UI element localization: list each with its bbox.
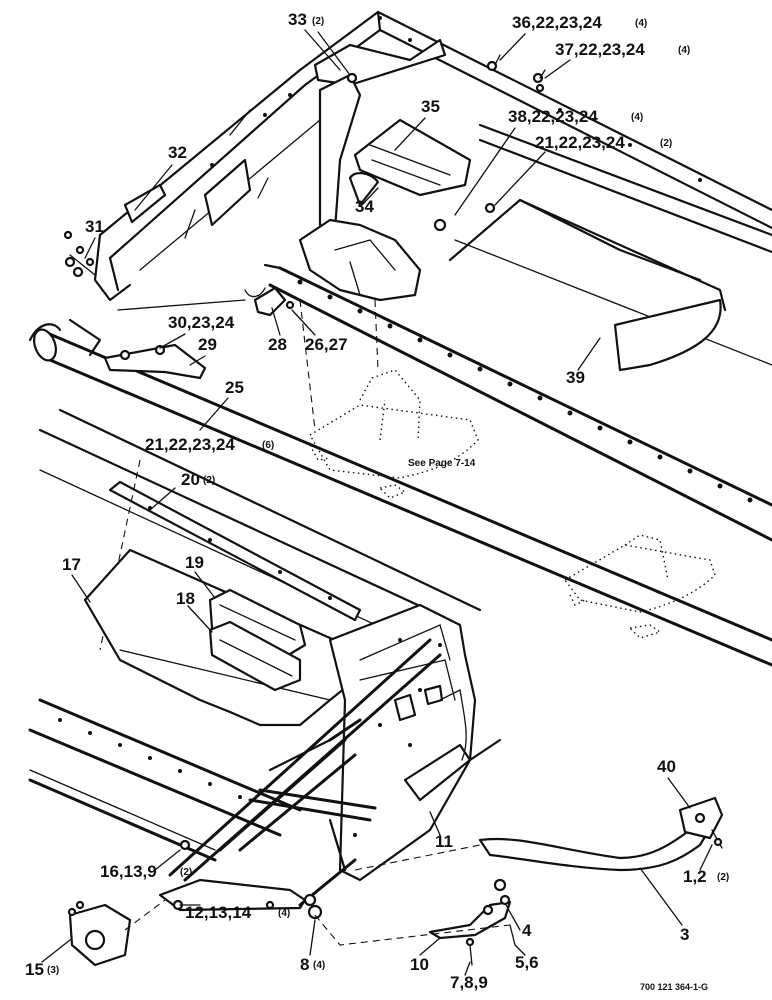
callout-36-qty: (4): [635, 18, 647, 29]
upper-header-frame: [93, 10, 772, 542]
callout-12-qty: (4): [278, 908, 290, 919]
callout-33-qty: (2): [312, 16, 324, 27]
callout-21b-qty: (6): [262, 440, 274, 451]
small-hardware: [67, 844, 516, 967]
callout-31-label: 31: [85, 217, 104, 236]
callout-35-label: 35: [421, 97, 440, 116]
callout-25-label: 25: [225, 378, 244, 397]
callout-16-qty: (2): [180, 867, 192, 878]
callout-21a-qty: (2): [660, 138, 672, 149]
callout-36-label: 36,22,23,24: [512, 13, 602, 32]
callout-8-qty: (4): [313, 960, 325, 971]
callout-28-label: 28: [268, 335, 287, 354]
callout-33-label: 33: [288, 10, 307, 29]
callout-17-label: 17: [62, 555, 81, 574]
callout-21a-label: 21,22,23,24: [535, 133, 625, 152]
callout-789-label: 7,8,9: [450, 973, 488, 992]
callout-32-label: 32: [168, 143, 187, 162]
bracket-32: [63, 183, 167, 278]
callout-37-label: 37,22,23,24: [555, 40, 645, 59]
main-frame: [158, 603, 502, 920]
callout-1-label: 1,2: [683, 867, 707, 886]
callout-11-label: 11: [435, 832, 453, 851]
callout-37-qty: (4): [678, 45, 690, 56]
callout-8-label: 8: [300, 955, 309, 974]
upper-center-brackets: [298, 31, 546, 302]
callout-29-label: 29: [198, 335, 217, 354]
callout-20-qty: (2): [203, 475, 215, 486]
callout-38-label: 38,22,23,24: [508, 107, 598, 126]
callout-18-label: 18: [176, 589, 195, 608]
callout-56-label: 5,6: [515, 953, 539, 972]
arm-29: [103, 286, 295, 380]
callout-16-label: 16,13,9: [100, 862, 157, 881]
callout-12-label: 12,13,14: [185, 903, 252, 922]
callout-38-qty: (4): [631, 112, 643, 123]
callout-15-label: 15: [25, 960, 44, 979]
callout-15-qty: (3): [47, 965, 59, 976]
callout-20-label: 20: [181, 470, 200, 489]
callout-34-label: 34: [355, 197, 374, 216]
callout-21b-label: 21,22,23,24: [145, 435, 235, 454]
callout-1-qty: (2): [717, 872, 729, 883]
see-page-note: See Page 7-14: [408, 458, 476, 469]
drawing-number: 700 121 364-1-G: [640, 982, 708, 992]
callout-40-label: 40: [657, 757, 676, 776]
callout-39-label: 39: [566, 368, 585, 387]
sill-holes: [297, 279, 753, 503]
reference-cradle: [299, 299, 716, 639]
leader-lines: [41, 29, 713, 976]
tongue-3: [478, 796, 724, 872]
callout-10-label: 10: [410, 955, 429, 974]
callout-3-label: 3: [680, 925, 689, 944]
roller-bar: [28, 318, 772, 667]
bracket-18-19: [208, 588, 307, 692]
callout-30-label: 30,23,24: [168, 313, 235, 332]
callout-26-label: 26,27: [305, 335, 348, 354]
callout-4-label: 4: [522, 921, 532, 940]
callout-19-label: 19: [185, 553, 204, 572]
callout-labels: 33 (2) 36,22,23,24 (4) 37,22,23,24 (4) 3…: [25, 10, 729, 992]
